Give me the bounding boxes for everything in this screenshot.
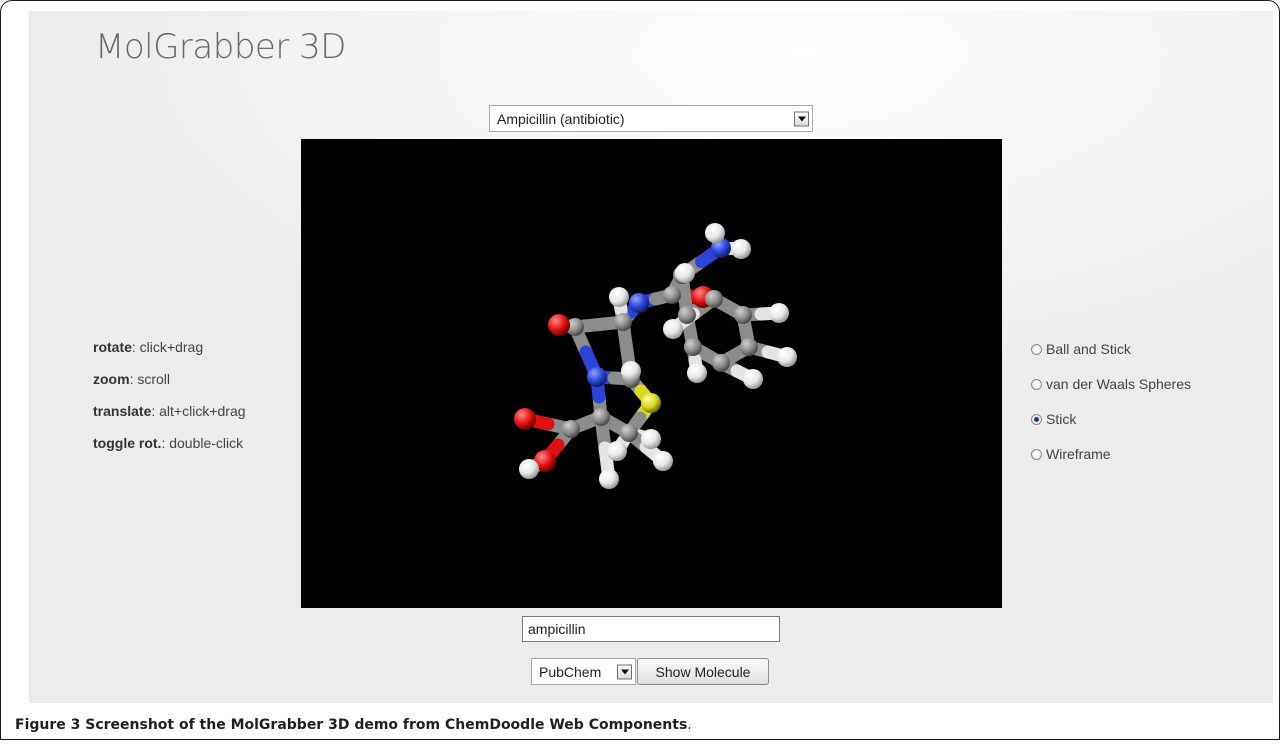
atom: [705, 290, 723, 308]
atom: [743, 369, 763, 389]
atom: [663, 319, 683, 339]
radio-button[interactable]: [1031, 379, 1042, 390]
radio-button[interactable]: [1031, 414, 1042, 425]
option-label: Wireframe: [1046, 446, 1111, 462]
atom: [614, 313, 632, 331]
app-panel: MolGrabber 3D Ampicillin (antibiotic) ro…: [29, 11, 1273, 703]
atom: [687, 363, 707, 383]
source-select[interactable]: PubChem: [531, 658, 636, 685]
atom: [731, 239, 751, 259]
atom: [769, 303, 789, 323]
option-van-der-waals-spheres[interactable]: van der Waals Spheres: [1031, 376, 1191, 411]
atom: [607, 441, 627, 461]
help-label: translate: [93, 403, 152, 419]
dropdown-arrow-icon[interactable]: [617, 664, 632, 679]
atom: [519, 459, 539, 479]
atom: [734, 306, 752, 324]
help-label: toggle rot.: [93, 435, 162, 451]
show-molecule-button[interactable]: Show Molecule: [637, 658, 769, 685]
option-wireframe[interactable]: Wireframe: [1031, 446, 1191, 481]
atom: [712, 354, 730, 372]
help-row-toggle-rotation: toggle rot.: double-click: [93, 435, 246, 467]
atom: [562, 420, 580, 438]
molecule-select-value: Ampicillin (antibiotic): [497, 110, 625, 127]
help-row-rotate: rotate: click+drag: [93, 339, 246, 371]
help-row-zoom: zoom: scroll: [93, 371, 246, 403]
atom: [514, 408, 536, 430]
option-stick[interactable]: Stick: [1031, 411, 1191, 446]
molecule-atoms: [514, 223, 797, 489]
atom: [587, 367, 607, 387]
atom: [599, 469, 619, 489]
app-title: MolGrabber 3D: [95, 27, 346, 67]
molecule-stick-model: [514, 223, 797, 489]
caption-bold: Figure 3 Screenshot of the MolGrabber 3D…: [15, 717, 688, 733]
option-label: Stick: [1046, 411, 1077, 427]
option-label: Ball and Stick: [1046, 341, 1131, 357]
option-ball-and-stick[interactable]: Ball and Stick: [1031, 341, 1191, 376]
molecule-select[interactable]: Ampicillin (antibiotic): [489, 105, 813, 132]
atom: [621, 361, 641, 381]
atom: [620, 424, 638, 442]
atom: [777, 347, 797, 367]
atom: [629, 293, 649, 313]
atom: [566, 318, 584, 336]
source-select-value: PubChem: [539, 663, 602, 680]
dropdown-arrow-icon[interactable]: [794, 111, 809, 126]
help-desc: : alt+click+drag: [151, 403, 246, 419]
atom: [675, 263, 695, 283]
help-row-translate: translate: alt+click+drag: [93, 403, 246, 435]
controls-help: rotate: click+drag zoom: scroll translat…: [93, 339, 246, 467]
option-label: van der Waals Spheres: [1046, 376, 1191, 392]
atom: [678, 306, 696, 324]
atom: [740, 338, 758, 356]
radio-button[interactable]: [1031, 449, 1042, 460]
atom: [684, 338, 702, 356]
molecule-search-input[interactable]: [522, 616, 780, 642]
atom: [663, 286, 681, 304]
atom: [641, 393, 661, 413]
radio-button[interactable]: [1031, 344, 1042, 355]
figure-caption: Figure 3 Screenshot of the MolGrabber 3D…: [15, 717, 692, 733]
help-desc: : click+drag: [131, 339, 204, 355]
molecule-viewer-canvas[interactable]: [301, 139, 1002, 608]
atom: [641, 429, 661, 449]
render-style-options: Ball and Stick van der Waals Spheres Sti…: [1031, 341, 1191, 481]
caption-tail: .: [687, 717, 692, 733]
atom: [548, 314, 570, 336]
atom: [592, 408, 610, 426]
atom: [534, 450, 556, 472]
help-label: rotate: [93, 339, 132, 355]
help-label: zoom: [93, 371, 130, 387]
atom: [653, 451, 673, 471]
help-desc: : scroll: [129, 371, 171, 387]
help-desc: : double-click: [161, 435, 244, 451]
atom: [711, 238, 731, 258]
atom: [705, 223, 725, 243]
atom: [609, 287, 629, 307]
